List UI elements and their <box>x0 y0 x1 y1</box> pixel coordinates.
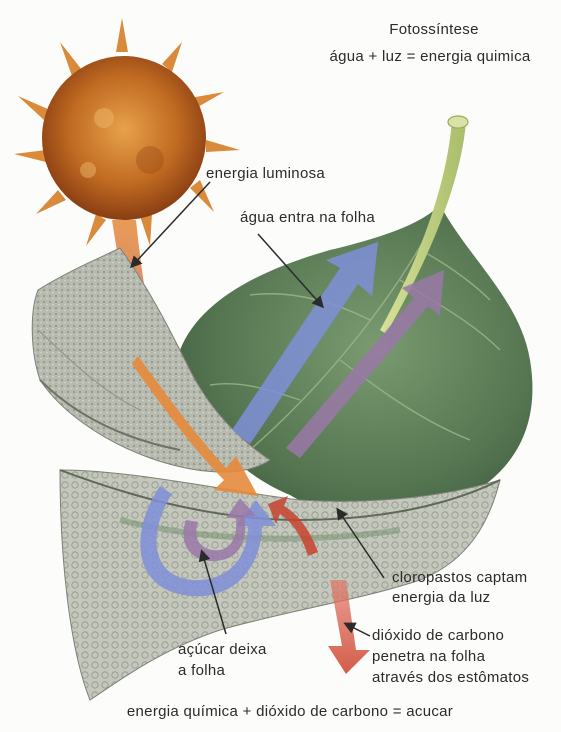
sun-disc <box>42 56 206 220</box>
label-light-energy: energia luminosa <box>206 164 325 183</box>
title-heading: Fotossíntese <box>374 20 494 39</box>
label-co2-1: dióxido de carbono <box>372 626 504 645</box>
stem-tip <box>448 116 468 128</box>
label-chloroplasts-2: energia da luz <box>392 588 490 607</box>
label-sugar-2: a folha <box>178 661 225 680</box>
footer-equation: energia química + dióxido de carbono = a… <box>60 702 520 721</box>
label-co2-2: penetra na folha <box>372 647 485 666</box>
label-chloroplasts-1: cloropastos captam <box>392 568 527 587</box>
label-co2-3: através dos estômatos <box>372 668 529 687</box>
label-sugar-1: açúcar deixa <box>178 640 267 659</box>
label-water-enters: água entra na folha <box>240 208 375 227</box>
sun <box>14 18 240 246</box>
title-equation: água + luz = energia quimica <box>300 47 560 66</box>
